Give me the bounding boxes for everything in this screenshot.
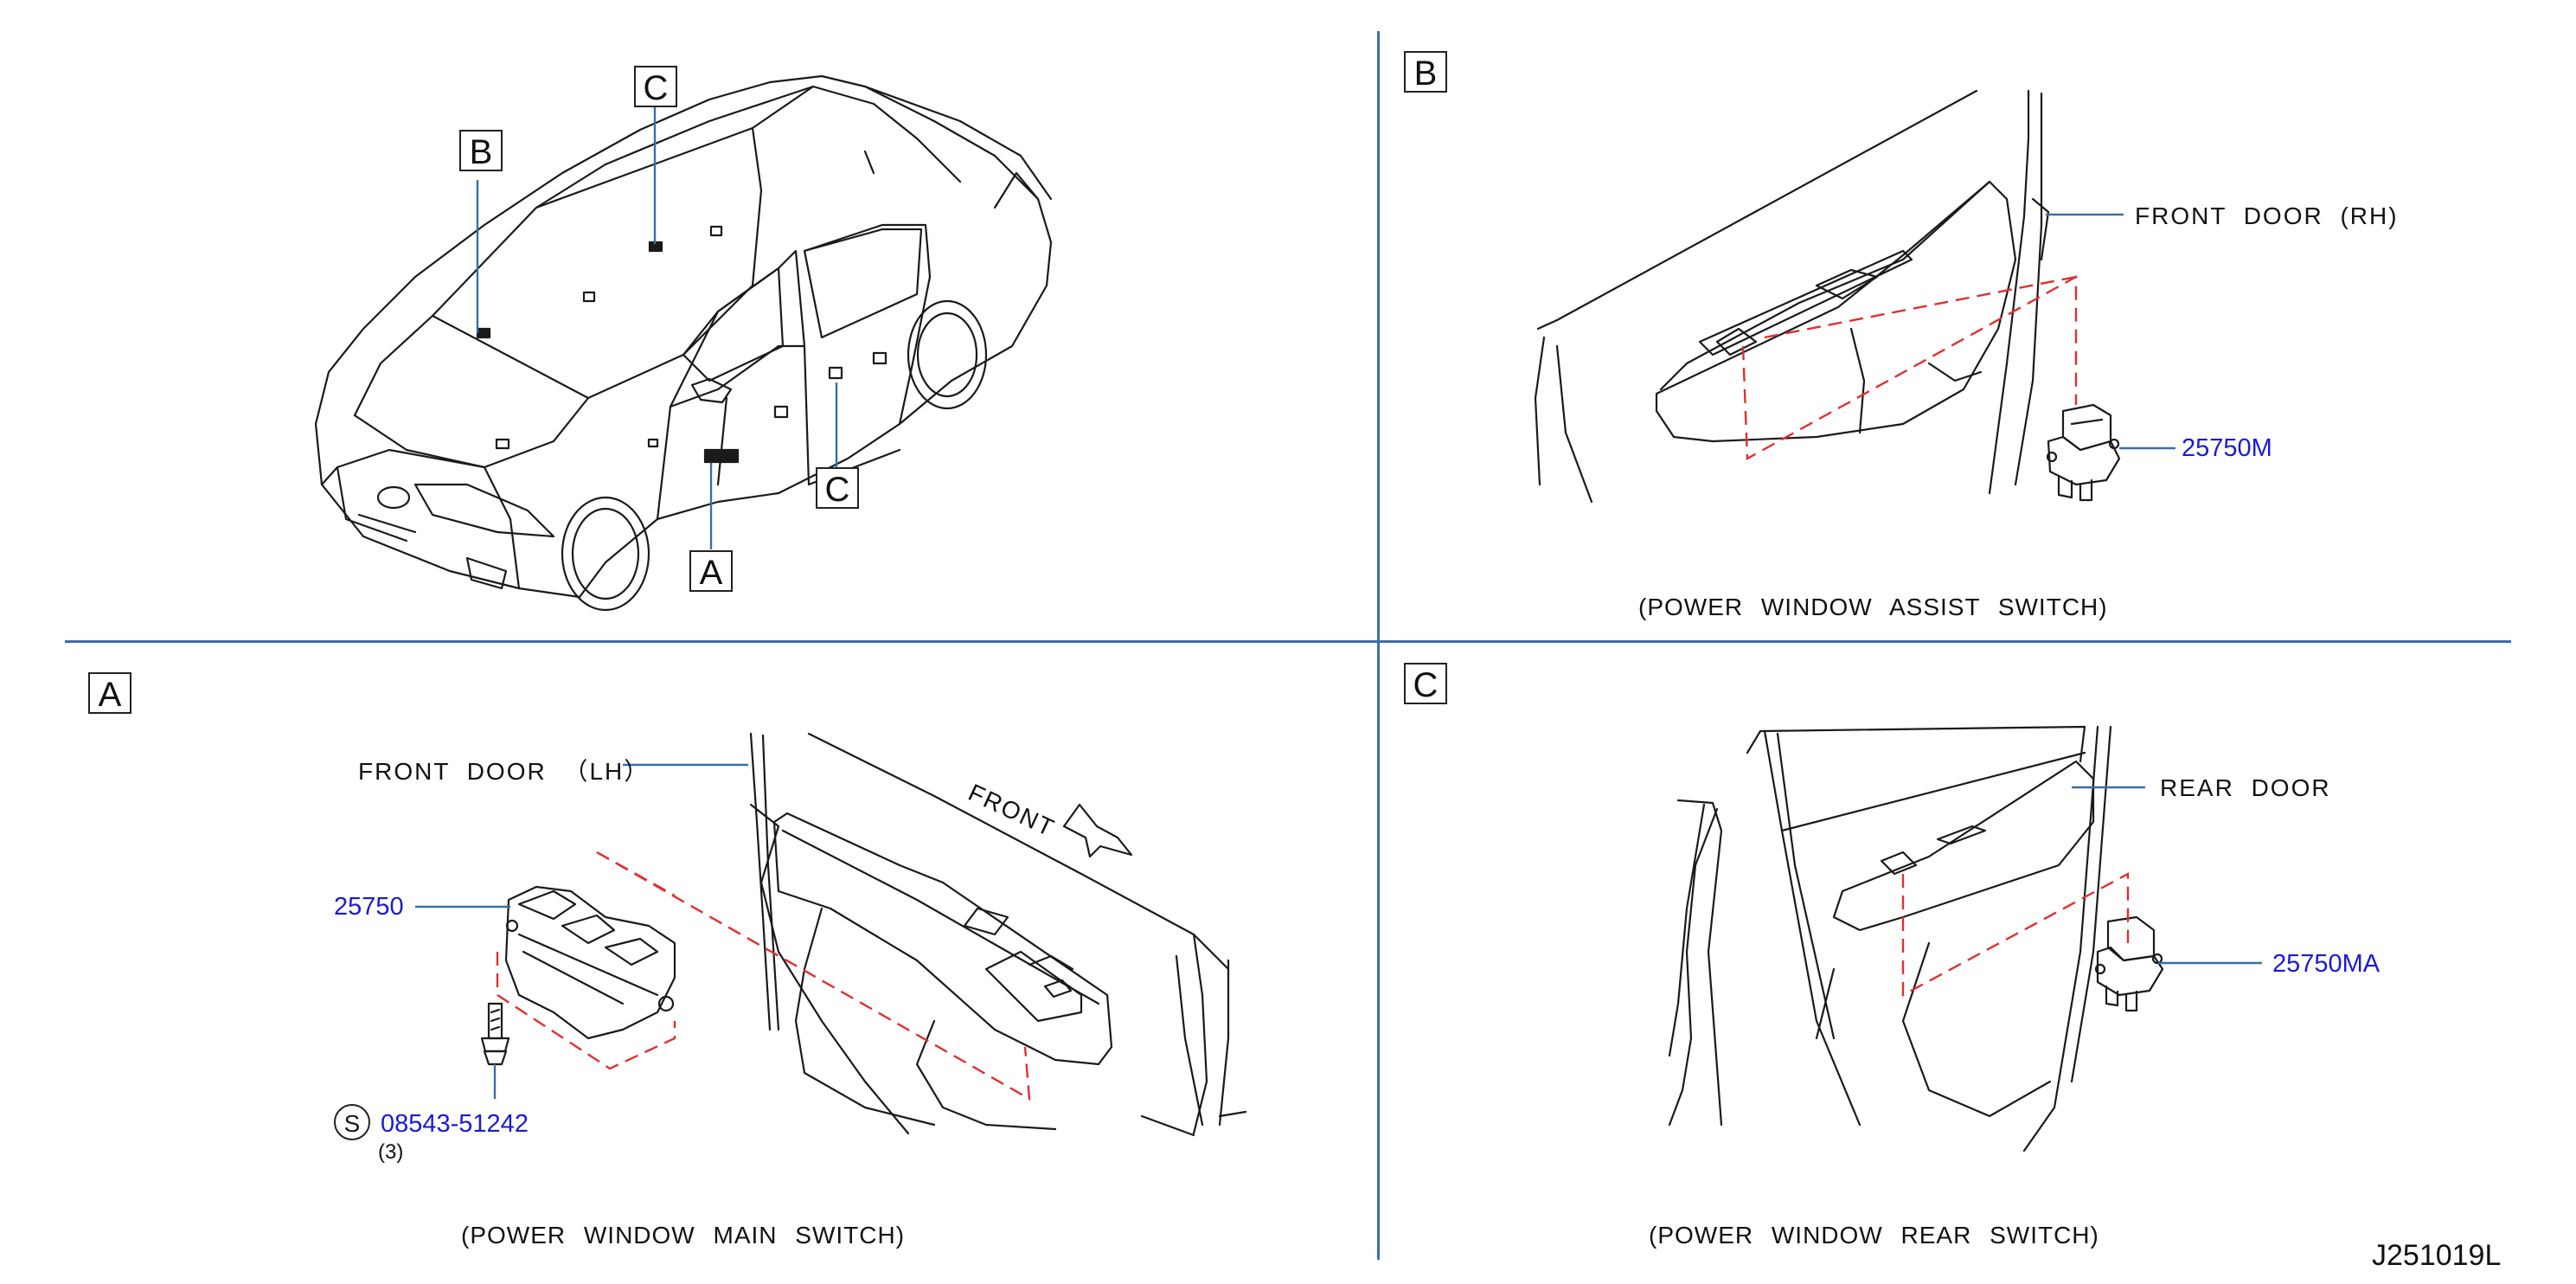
vertical-divider	[1377, 31, 1380, 1260]
rear-door-drawing	[1668, 725, 2164, 1152]
callout-front-door-lh: FRONT DOOR （LH）	[358, 758, 650, 785]
car-label-c-lower: C	[816, 467, 859, 509]
caption-main-switch: (POWER WINDOW MAIN SWITCH)	[461, 1222, 906, 1249]
car-label-c-upper: C	[634, 66, 677, 107]
front-door-rh-drawing	[1534, 89, 2121, 504]
screw-drawing	[480, 1002, 510, 1066]
screw-quantity: (3)	[378, 1140, 404, 1164]
callout-front-door-rh: FRONT DOOR (RH)	[2135, 202, 2399, 229]
rear-switch-drawing	[2094, 915, 2164, 1012]
section-label-a: A	[88, 672, 131, 714]
front-door-lh-drawing	[480, 732, 1247, 1137]
part-number-screw: 08543-51242	[381, 1110, 529, 1138]
section-label-b: B	[1404, 51, 1447, 93]
callout-rear-door: REAR DOOR	[2160, 774, 2331, 801]
car-label-a: A	[689, 550, 733, 592]
horizontal-divider	[65, 640, 2511, 643]
drawing-id: J251019L	[2372, 1239, 2502, 1272]
dashed-guides	[496, 274, 2130, 1101]
screw-symbol-s: S	[334, 1104, 370, 1140]
caption-rear-switch: (POWER WINDOW REAR SWITCH)	[1649, 1222, 2099, 1249]
part-number-25750ma: 25750MA	[2272, 950, 2381, 978]
assist-switch-drawing	[2046, 403, 2121, 502]
caption-assist-switch: (POWER WINDOW ASSIST SWITCH)	[1638, 594, 2108, 620]
car-label-b: B	[459, 130, 503, 171]
part-number-25750: 25750	[334, 893, 404, 921]
section-label-c: C	[1404, 663, 1447, 704]
leader-lines	[415, 106, 2262, 1099]
main-switch-drawing	[504, 885, 676, 1040]
car-drawing	[314, 74, 1053, 612]
part-number-25750m: 25750M	[2182, 434, 2272, 462]
